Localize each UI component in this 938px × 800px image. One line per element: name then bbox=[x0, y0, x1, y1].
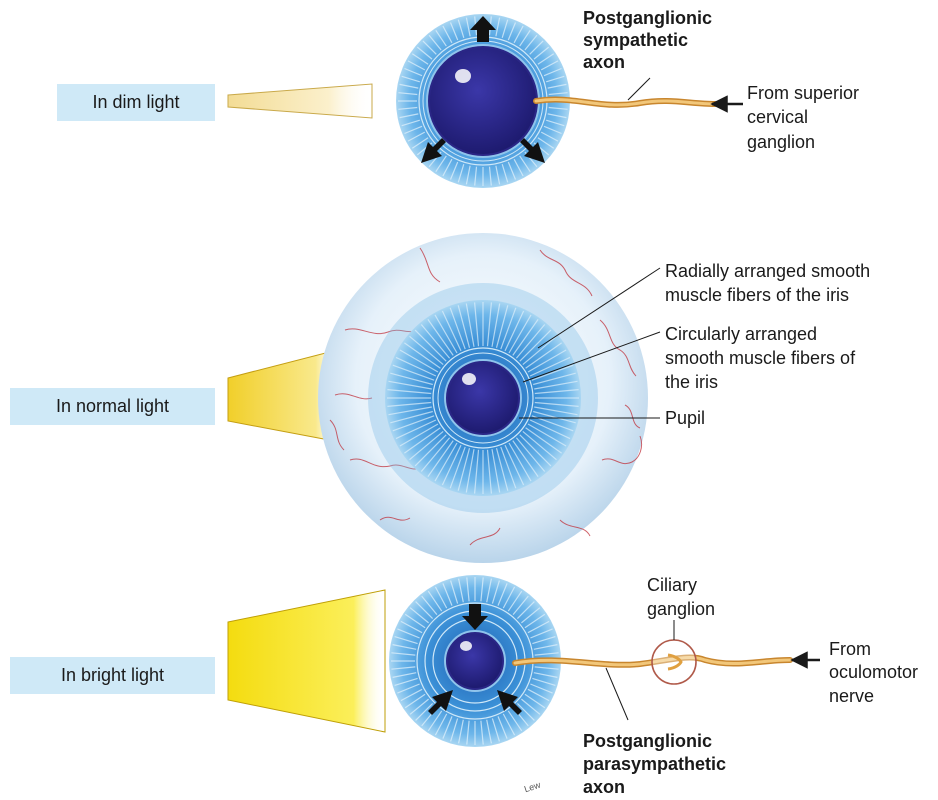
parasympathetic-axon-label-3: axon bbox=[583, 777, 625, 798]
condition-bright-label: In bright light bbox=[10, 657, 215, 694]
circular-fibers-label-2: smooth muscle fibers of bbox=[665, 348, 855, 369]
radial-fibers-label-2: muscle fibers of the iris bbox=[665, 285, 849, 306]
condition-normal-label: In normal light bbox=[10, 388, 215, 425]
oculomotor-label-2: oculomotor bbox=[829, 662, 918, 683]
parasympathetic-axon bbox=[515, 620, 820, 720]
sympathetic-axon-label-3: axon bbox=[583, 52, 625, 73]
circular-fibers-label-1: Circularly arranged bbox=[665, 324, 817, 345]
parasympathetic-axon-label-1: Postganglionic bbox=[583, 731, 712, 752]
sympathetic-axon-label-1: Postganglionic bbox=[583, 8, 712, 29]
circular-fibers-label-3: the iris bbox=[665, 372, 718, 393]
bright-light-beam bbox=[228, 590, 385, 732]
superior-cervical-label-3: ganglion bbox=[747, 132, 815, 153]
radial-fibers-label-1: Radially arranged smooth bbox=[665, 261, 870, 282]
ciliary-ganglion-label-2: ganglion bbox=[647, 599, 715, 620]
condition-dim-label: In dim light bbox=[57, 84, 215, 121]
oculomotor-label-3: nerve bbox=[829, 686, 874, 707]
pupil-label: Pupil bbox=[665, 408, 705, 429]
sympathetic-axon-label-2: sympathetic bbox=[583, 30, 688, 51]
superior-cervical-label-1: From superior bbox=[747, 83, 859, 104]
oculomotor-label-1: From bbox=[829, 639, 871, 660]
superior-cervical-label-2: cervical bbox=[747, 107, 808, 128]
ciliary-ganglion-label-1: Ciliary bbox=[647, 575, 697, 596]
dim-light-beam bbox=[228, 84, 372, 118]
eyeball-normal bbox=[318, 233, 648, 563]
parasympathetic-axon-label-2: parasympathetic bbox=[583, 754, 726, 775]
